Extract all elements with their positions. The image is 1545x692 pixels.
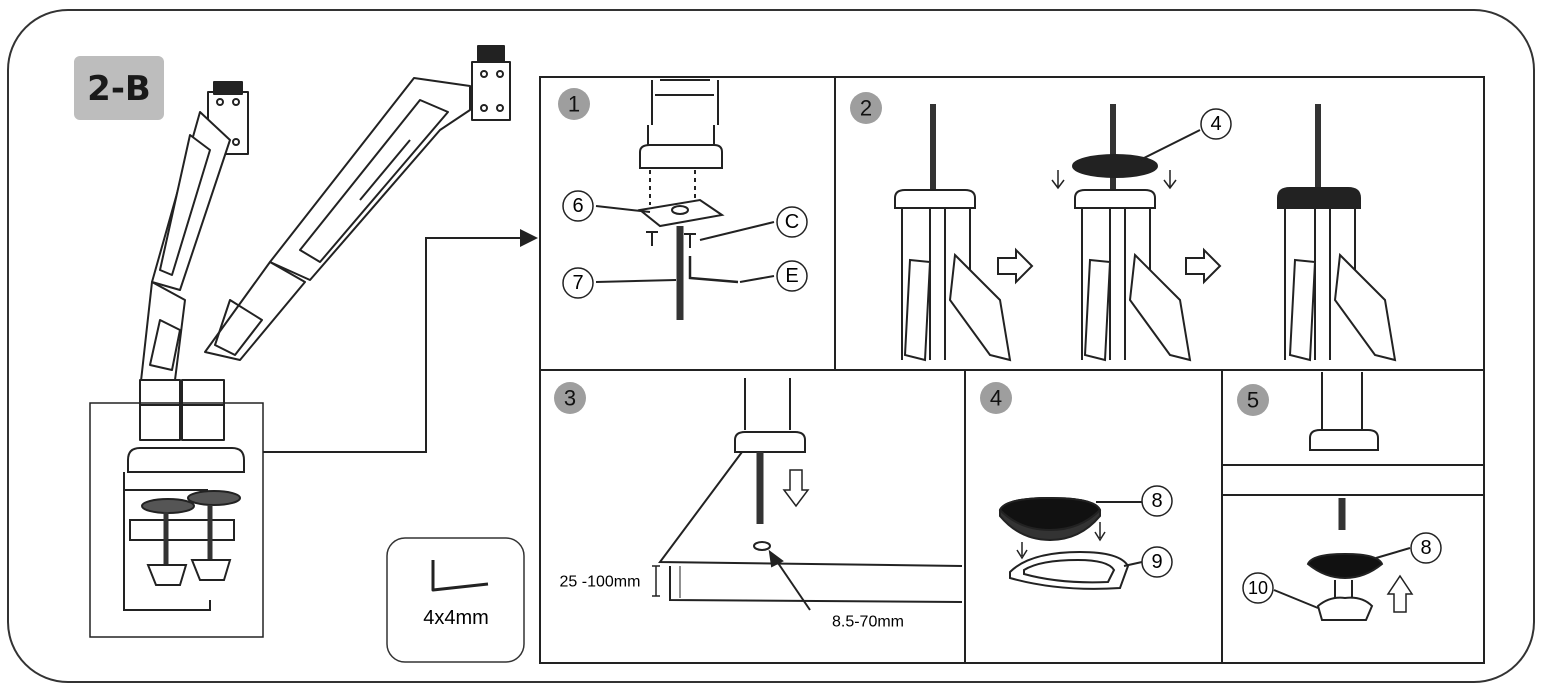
callout-C: C <box>785 211 799 233</box>
hole-diameter-label: 8.5-70mm <box>832 614 904 631</box>
step-2-number: 2 <box>860 96 872 121</box>
clamp-detail <box>89 402 264 638</box>
step-3-panel: 3 25 -100mm 8.5-70mm <box>554 378 963 631</box>
tool-size-label: 4x4mm <box>423 607 489 629</box>
dual-arm-illustration <box>139 45 511 441</box>
callout-10: 10 <box>1248 578 1268 598</box>
callout-4: 4 <box>1210 113 1221 135</box>
callout-E: E <box>785 265 798 287</box>
callout-8: 8 <box>1151 490 1162 512</box>
step-4-number: 4 <box>990 386 1002 411</box>
step-1-panel: 1 6 7 C E <box>558 79 808 320</box>
step-3-number: 3 <box>564 386 576 411</box>
tool-box: 4x4mm <box>386 537 525 663</box>
step-5-panel: 5 8 10 <box>1237 372 1442 621</box>
step-5-number: 5 <box>1247 388 1259 413</box>
callout-7: 7 <box>572 272 583 294</box>
step-4-panel: 4 8 9 <box>980 382 1173 590</box>
section-label: 2-B <box>87 69 151 109</box>
callout-8-step5: 8 <box>1420 537 1431 559</box>
callout-9: 9 <box>1151 551 1162 573</box>
desk-thickness-label: 25 -100mm <box>560 574 641 591</box>
allen-key-icon <box>431 560 489 592</box>
detail-connector-arrow <box>263 229 538 453</box>
section-badge: 2-B <box>74 56 164 120</box>
step-2-panel: 2 <box>850 92 1397 362</box>
outer-frame <box>7 9 1535 683</box>
steps-grid <box>539 76 1485 664</box>
step-1-number: 1 <box>568 92 580 117</box>
callout-6: 6 <box>572 195 583 217</box>
